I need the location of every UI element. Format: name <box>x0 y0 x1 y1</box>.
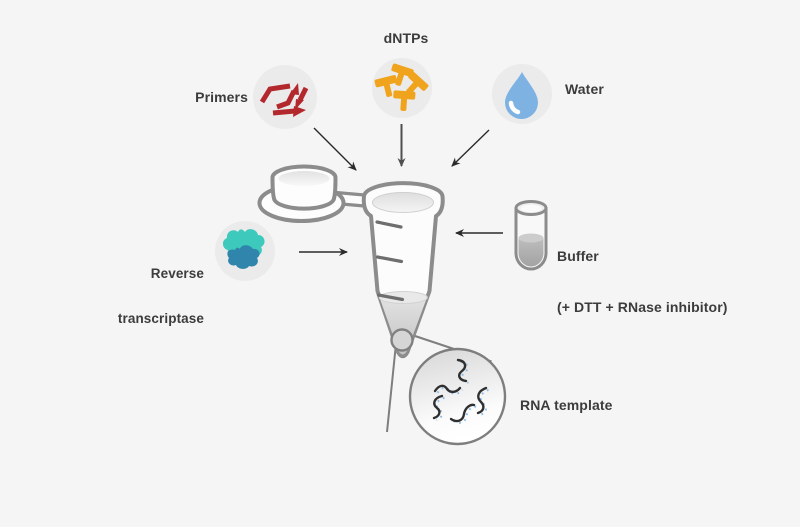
buffer-label: Buffer (+ DTT + RNase inhibitor) <box>557 214 728 350</box>
reverse-transcriptase-label-line1: Reverse <box>150 266 204 281</box>
reverse-transcriptase-label-line2: transcriptase <box>117 311 204 326</box>
tube-body <box>361 181 445 359</box>
dntps-label: dNTPs <box>383 30 429 46</box>
tube-opening <box>372 192 434 213</box>
tube-liquid-surface <box>378 291 428 304</box>
dntp-nucleotides-icon <box>374 63 429 112</box>
enzyme-blob-icon <box>222 229 265 269</box>
buffer-tube-icon <box>514 200 548 271</box>
primers-label: Primers <box>195 89 248 105</box>
water-arrow <box>451 129 490 167</box>
rna-magnifier-icon <box>408 347 507 446</box>
tube-graduation-marks <box>375 220 404 264</box>
reverse-transcriptase-label: Reverse transcriptase <box>118 236 204 356</box>
flow-arrows <box>299 124 503 256</box>
water-label: Water <box>565 81 604 97</box>
primers-circle <box>253 65 317 129</box>
rna-template-label: RNA template <box>520 397 613 413</box>
dntps-circle <box>372 58 432 118</box>
microcentrifuge-tube-icon <box>361 181 445 359</box>
tube-liquid <box>379 297 427 355</box>
buffer-label-line1: Buffer <box>557 248 599 264</box>
tube-sample-spot <box>390 328 414 352</box>
buffer-label-line2: (+ DTT + RNase inhibitor) <box>557 299 728 315</box>
water-drop-icon <box>505 72 539 120</box>
tube-cap <box>257 164 346 223</box>
rna-strands <box>432 358 488 423</box>
primer-fragments-icon <box>259 83 309 117</box>
primers-arrow <box>313 127 357 171</box>
